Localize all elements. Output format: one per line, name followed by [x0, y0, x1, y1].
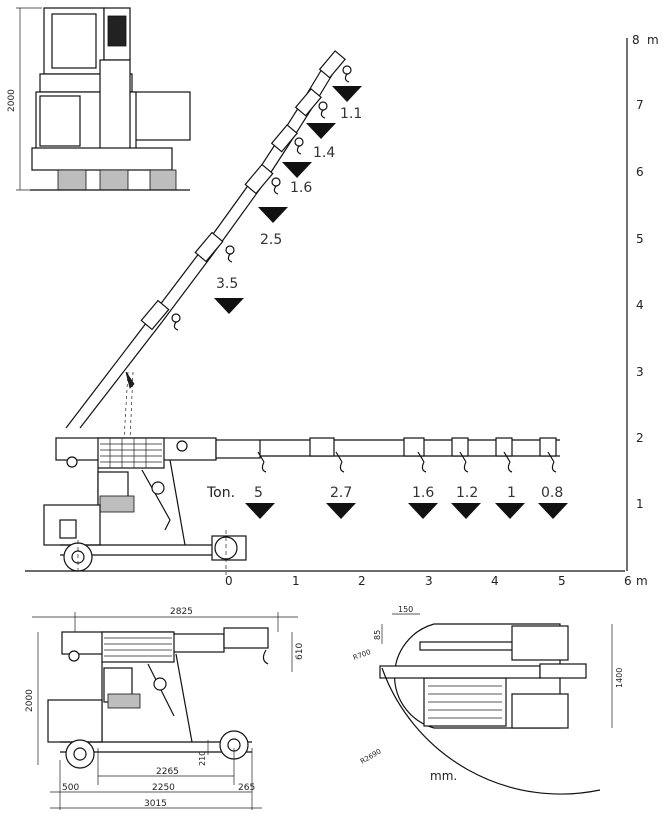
- load-value: 2.7: [330, 485, 352, 501]
- load-value: 5: [254, 485, 263, 501]
- side-wheelbase-inner-dim: 2265: [156, 767, 179, 777]
- side-view: 2825 2000 610 210 22: [25, 607, 305, 810]
- side-rear-overhang-dim: 265: [238, 783, 255, 793]
- load-value: 1.1: [340, 106, 362, 122]
- load-chart: 1 2 3 4 5 6 7 8 m 0 1 2 3 4 5 6 m: [25, 33, 659, 588]
- load-marker: [306, 123, 336, 139]
- units-note: mm.: [430, 769, 457, 783]
- load-marker: [214, 298, 244, 314]
- side-clearance-dim: 210: [198, 751, 207, 766]
- load-marker: [258, 207, 288, 223]
- y-axis-unit: m: [647, 33, 659, 47]
- x-tick: 4: [491, 574, 499, 588]
- top-width-dim: 1400: [615, 668, 624, 688]
- front-view: 2000: [7, 7, 191, 191]
- side-wheelbase-dim: 2250: [152, 783, 175, 793]
- side-front-overhang-dim: 500: [62, 783, 79, 793]
- y-tick: 7: [636, 98, 644, 112]
- side-length-dim: 2825: [170, 607, 193, 617]
- x-tick: 2: [358, 574, 366, 588]
- x-tick: 3: [425, 574, 433, 588]
- load-value: 1.6: [290, 180, 312, 196]
- load-marker: [408, 503, 438, 519]
- top-radius-small: R700: [352, 648, 372, 662]
- y-axis-ticks: 1 2 3 4 5 6 7 8 m: [632, 33, 659, 511]
- x-axis-unit: m: [636, 574, 648, 588]
- load-value: 1: [507, 485, 516, 501]
- y-tick: 3: [636, 365, 644, 379]
- y-tick: 6: [636, 165, 644, 179]
- side-total-length-dim: 3015: [144, 799, 167, 809]
- x-tick: 5: [558, 574, 566, 588]
- load-marker: [282, 162, 312, 178]
- top-dim-85: 85: [373, 630, 382, 640]
- load-value: 0.8: [541, 485, 563, 501]
- extended-load-markers: 3.5 2.5 1.6 1.4 1.1: [214, 86, 362, 314]
- x-tick: 1: [292, 574, 300, 588]
- y-tick: 2: [636, 431, 644, 445]
- load-value: 3.5: [216, 276, 238, 292]
- y-tick: 4: [636, 298, 644, 312]
- x-tick: 6: [624, 574, 632, 588]
- inclined-boom-heads: [140, 50, 352, 331]
- top-radius-large: R2690: [359, 747, 383, 765]
- load-marker: [245, 503, 275, 519]
- load-marker: [538, 503, 568, 519]
- y-tick: 8: [632, 33, 640, 47]
- side-height-dim: 2000: [25, 689, 35, 712]
- load-marker: [332, 86, 362, 102]
- x-axis-ticks: 0 1 2 3 4 5 6 m: [225, 574, 648, 588]
- top-dim-150: 150: [398, 605, 413, 614]
- front-height-dim: 2000: [7, 89, 17, 112]
- load-value: 1.4: [313, 145, 335, 161]
- top-view: 150 85 R700 R2690 1400 mm.: [352, 605, 624, 795]
- load-value: 1.2: [456, 485, 478, 501]
- side-hook-dim: 610: [295, 643, 305, 660]
- y-tick: 1: [636, 497, 644, 511]
- crane-body: [43, 437, 247, 575]
- load-marker: [326, 503, 356, 519]
- tonnage-unit-label: Ton.: [206, 485, 235, 501]
- load-marker: [451, 503, 481, 519]
- x-tick: 0: [225, 574, 233, 588]
- horizontal-load-markers: Ton. 5 2.7 1.6 1.2 1 0.8: [206, 485, 568, 519]
- load-marker: [495, 503, 525, 519]
- load-value: 2.5: [260, 232, 282, 248]
- load-value: 1.6: [412, 485, 434, 501]
- y-tick: 5: [636, 232, 644, 246]
